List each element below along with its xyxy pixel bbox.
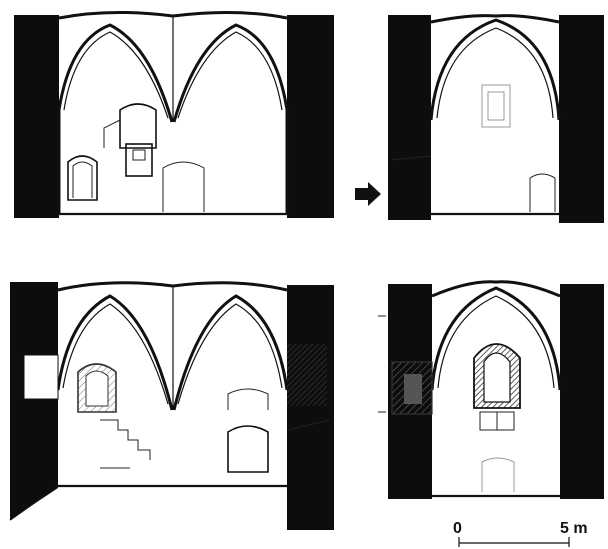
stair-outline — [100, 419, 151, 460]
wall-niche — [119, 103, 157, 149]
left-wall — [14, 15, 59, 218]
panel-bottom-right — [378, 280, 604, 499]
scale-bar: 0 5 m — [453, 520, 588, 547]
right-wall — [559, 15, 604, 223]
left-wall — [388, 15, 431, 220]
vault-rib-left — [57, 23, 174, 215]
door-right — [162, 161, 205, 212]
vault-arch — [429, 18, 561, 121]
panel-top-left — [14, 10, 334, 218]
right-wall — [560, 284, 604, 499]
hatched-opening — [287, 344, 327, 406]
vault-rib-left — [56, 294, 174, 411]
door — [481, 457, 515, 492]
vault-rib-right — [172, 294, 289, 411]
right-wall — [287, 15, 334, 218]
vault-top — [58, 10, 288, 20]
vault-top — [431, 280, 561, 298]
vault-rib-right — [172, 23, 289, 215]
scale-start-label: 0 — [453, 520, 462, 537]
panel-top-right — [388, 14, 604, 223]
arrow-right-icon — [355, 182, 381, 206]
door-upper — [227, 388, 269, 410]
scale-end-label: 5 m — [560, 520, 588, 537]
door-lower — [227, 425, 269, 473]
window — [481, 84, 511, 128]
panel-bottom-left — [9, 281, 334, 530]
vault-top — [430, 14, 560, 24]
door — [529, 173, 556, 212]
vault-top — [57, 281, 288, 292]
right-wall — [287, 285, 334, 530]
vault-arch — [430, 286, 562, 391]
doorway — [67, 155, 98, 201]
